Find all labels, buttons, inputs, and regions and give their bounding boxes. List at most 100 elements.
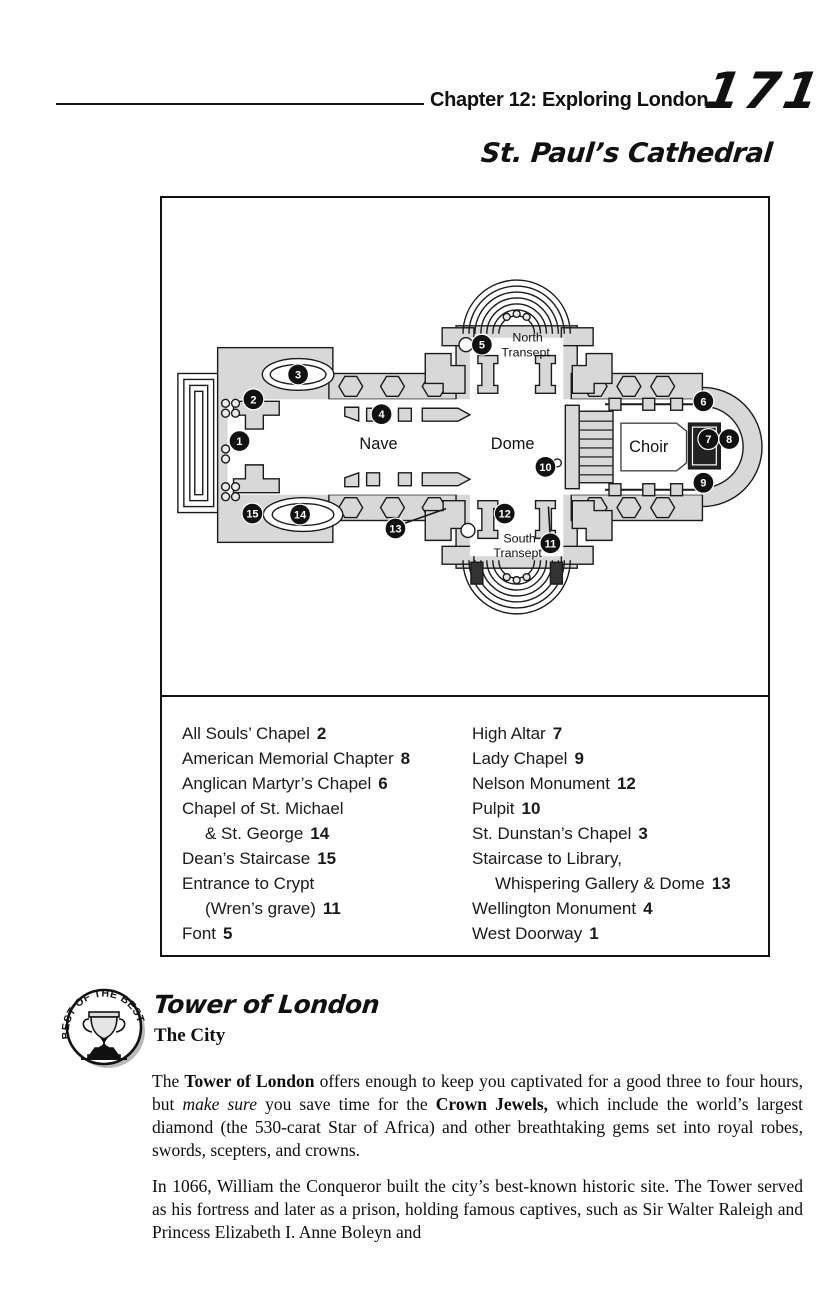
marker-3 (287, 363, 310, 386)
legend-item: All Souls’ Chapel 2 (182, 721, 472, 746)
legend-item-label: Nelson Monument (472, 774, 610, 793)
marker-number: 5 (479, 340, 485, 352)
marker-13 (384, 517, 407, 540)
legend-item-label: Pulpit (472, 799, 515, 818)
legend-item-number: 12 (616, 774, 636, 793)
marker-number: 7 (705, 434, 711, 446)
marker-number: 6 (700, 396, 706, 408)
legend-item-label: Chapel of St. Michael (182, 799, 344, 818)
legend-item-label: High Altar (472, 724, 546, 743)
marker-number: 15 (246, 509, 258, 521)
paragraph-tower-intro: The Tower of London offers enough to kee… (152, 1070, 803, 1162)
legend-item-label: Anglican Martyr’s Chapel (182, 774, 372, 793)
legend-item: American Memorial Chapter 8 (182, 746, 472, 771)
label-nave: Nave (359, 435, 397, 453)
marker-number: 11 (545, 538, 557, 550)
legend-item-number: 3 (638, 824, 648, 843)
legend-item-number: 5 (223, 924, 233, 943)
label-south-transept-line1: South (503, 531, 536, 545)
legend-item: High Altar 7 (472, 721, 768, 746)
legend-item-number: 8 (400, 749, 411, 768)
marker-9 (692, 471, 715, 494)
legend-item-label: Lady Chapel (472, 749, 568, 768)
legend-item: Font 5 (182, 921, 472, 946)
legend-item: Lady Chapel 9 (472, 746, 768, 771)
legend-item: West Doorway 1 (472, 921, 768, 946)
legend-item-label: St. Dunstan’s Chapel (472, 824, 632, 843)
west-steps (177, 372, 221, 514)
legend-item-number: 2 (316, 724, 327, 743)
transept-piers (477, 354, 557, 540)
label-choir: Choir (629, 438, 669, 456)
map-frame: North Transept Nave Dome Choir South Tra… (160, 196, 770, 957)
legend-item-label: Entrance to Crypt (182, 874, 315, 893)
chapter-heading: Chapter 12: Exploring London (430, 89, 709, 111)
legend-item-number: 10 (521, 799, 541, 818)
map-title: St. Paul’s Cathedral (479, 138, 774, 169)
legend-item-label: Wellington Monument (472, 899, 637, 918)
marker-11 (539, 532, 562, 555)
legend-item-number: 1 (589, 924, 599, 943)
legend-item-number: 11 (322, 899, 341, 918)
marker-15 (241, 502, 264, 525)
marker-number: 10 (539, 462, 551, 474)
bold-tower-of-london: Tower of London (184, 1070, 315, 1091)
marker-number: 9 (700, 478, 706, 490)
page-number: 171 (700, 62, 828, 120)
crossing-piers (424, 352, 613, 542)
legend-item: Nelson Monument 12 (472, 771, 768, 796)
marker-number: 2 (250, 394, 256, 406)
legend-item: Entrance to Crypt (Wren’s grave)11 (182, 871, 472, 921)
legend-item-number: 6 (378, 774, 388, 793)
legend-item-number: 7 (552, 724, 563, 743)
label-dome: Dome (491, 435, 535, 453)
marker-number: 14 (294, 510, 306, 522)
legend-item-number: 4 (643, 899, 653, 918)
marker-12 (493, 502, 516, 525)
marker-number: 3 (295, 369, 301, 381)
marker-5 (470, 333, 493, 356)
organ (564, 404, 614, 490)
floorplan-svg: North Transept Nave Dome Choir South Tra… (177, 279, 763, 615)
legend-item-label: American Memorial Chapter (182, 749, 394, 768)
paragraph-tower-history: In 1066, William the Conqueror built the… (152, 1175, 803, 1242)
best-of-the-best-badge: BEST OF THE BEST (58, 982, 152, 1079)
bold-crown-jewels: Crown Jewels, (435, 1093, 549, 1114)
legend-item-label: (Wren’s grave)11 (205, 899, 341, 918)
italic-make-sure: make sure (182, 1093, 257, 1114)
marker-8 (718, 428, 741, 451)
marker-number: 1 (236, 436, 242, 448)
marker-number: 8 (726, 434, 732, 446)
legend-item-label: Dean’s Staircase (182, 849, 311, 868)
legend-item-label: West Doorway (472, 924, 583, 943)
marker-1 (228, 430, 251, 453)
legend-item: Wellington Monument 4 (472, 896, 768, 921)
legend-item: Staircase to Library,Whispering Gallery … (472, 846, 768, 896)
legend-item: St. Dunstan’s Chapel 3 (472, 821, 768, 846)
marker-number: 13 (389, 523, 401, 535)
legend-item-label: All Souls’ Chapel (182, 724, 310, 743)
legend-item-label: Font (182, 924, 217, 943)
marker-10 (534, 455, 557, 478)
label-south-transept-line2: Transept (493, 546, 542, 560)
legend-item-number: 14 (310, 824, 330, 843)
marker-6 (692, 390, 715, 413)
text-run: The (152, 1070, 185, 1091)
legend-item-number: 9 (574, 749, 584, 768)
header-rule (56, 103, 424, 105)
marker-number: 4 (379, 409, 385, 421)
choir-stalls (620, 422, 688, 472)
marker-number: 12 (499, 509, 511, 521)
label-north-transept-line2: Transept (501, 346, 550, 360)
marker-14 (289, 503, 312, 526)
text-run: you save time for the (256, 1093, 436, 1114)
tower-of-london-heading: Tower of London (152, 990, 381, 1019)
text-run: offers enough to keep you captivated for… (152, 1070, 803, 1114)
